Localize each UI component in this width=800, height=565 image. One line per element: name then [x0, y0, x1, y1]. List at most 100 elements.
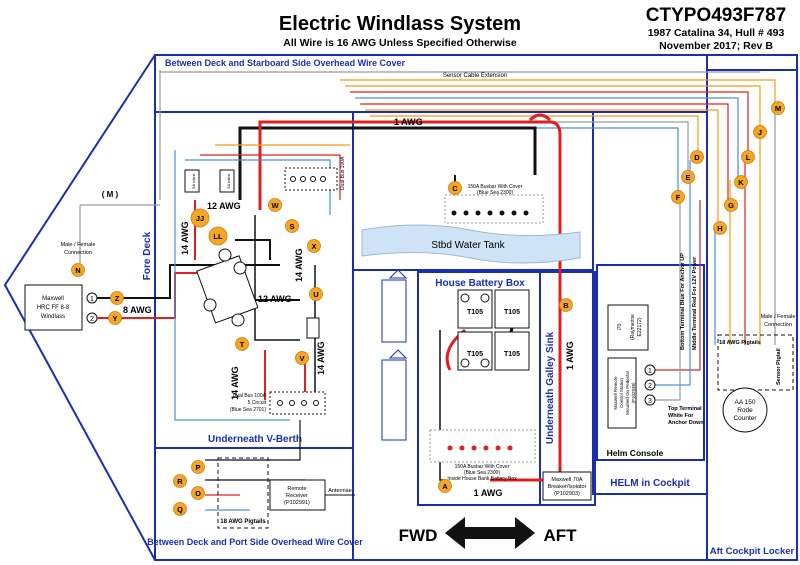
- wire-label-1awg-top: 1 AWG: [394, 117, 423, 127]
- connector-marker-v: V: [295, 351, 309, 365]
- svg-text:W: W: [271, 201, 279, 210]
- top-terminal-note-3: Anchor Down: [668, 420, 704, 426]
- svg-text:Control Station: Control Station: [619, 378, 624, 408]
- inline-fuses: 5A Inline 5A Inline: [184, 169, 320, 339]
- aft-male-female-label: Male / Female: [761, 314, 796, 320]
- svg-text:T105: T105: [467, 351, 483, 358]
- svg-text:Remote: Remote: [287, 486, 306, 492]
- svg-text:18 AWG Pigtails: 18 AWG Pigtails: [719, 340, 761, 346]
- svg-text:E: E: [685, 173, 690, 182]
- house-batteries: T105 T105 T105 T105: [457, 289, 530, 371]
- wire-label-12awg-b: 12 AWG: [258, 294, 292, 304]
- svg-text:Receiver: Receiver: [286, 493, 308, 499]
- svg-text:L: L: [746, 153, 751, 162]
- revision-info: November 2017; Rev B: [659, 40, 773, 52]
- aft-label: AFT: [543, 526, 577, 545]
- svg-text:3: 3: [648, 398, 652, 405]
- busbar-battery-box: 150A Busbar With Cover (Blue Sea 2300) I…: [429, 429, 536, 482]
- connector-marker-m: M: [771, 101, 785, 115]
- connector-marker-f: F: [671, 190, 685, 204]
- pigtail-connector-port: 18 AWG Pigtails: [217, 457, 269, 529]
- connector-marker-d: D: [690, 150, 704, 164]
- zone-port-cover: [154, 447, 354, 561]
- svg-text:Inside House Bank Battery Box: Inside House Bank Battery Box: [447, 476, 517, 482]
- svg-text:JJ: JJ: [196, 214, 204, 223]
- zone-aft-locker: [706, 54, 798, 561]
- windlass-line-1: Maxwell: [42, 296, 64, 302]
- wire-label-12awg-a: 12 AWG: [207, 201, 241, 211]
- svg-text:G: G: [728, 201, 734, 210]
- svg-text:U: U: [313, 290, 318, 299]
- bottom-terminal-note: Bottom Terminal Blue For Anchor UP: [680, 253, 686, 350]
- svg-text:K: K: [738, 178, 744, 187]
- zone-label-helm: HELM in Cockpit: [610, 478, 690, 489]
- connector-marker-b: B: [559, 298, 573, 312]
- zone-label-aft-locker: Aft Cockpit Locker: [710, 546, 795, 557]
- connector-marker-n: N: [71, 263, 85, 277]
- zone-label-starboard: Between Deck and Starboard Side Overhead…: [165, 58, 405, 68]
- zone-label-port-cover: Between Deck and Port Side Overhead Wire…: [147, 537, 363, 547]
- svg-text:T105: T105: [467, 309, 483, 316]
- dual-bus-upper: Dual Bus 100A: [284, 156, 346, 191]
- male-female-label: Male / Female: [61, 242, 96, 248]
- hull-info: 1987 Catalina 34, Hull # 493: [648, 27, 785, 39]
- svg-text:(Raymarine: (Raymarine: [630, 314, 636, 340]
- svg-text:Rode: Rode: [737, 407, 753, 414]
- svg-text:D: D: [694, 153, 700, 162]
- svg-text:O: O: [195, 489, 201, 498]
- svg-text:F: F: [676, 193, 681, 202]
- zone-borders: [154, 54, 798, 561]
- svg-text:A: A: [442, 482, 448, 491]
- remote-receiver: Remote Receiver (P102991): [269, 479, 326, 511]
- svg-text:(Blue Sea 2300): (Blue Sea 2300): [464, 470, 500, 476]
- svg-text:B: B: [563, 301, 569, 310]
- windlass-line-2: HRC FF 8-8: [37, 305, 70, 311]
- connector-marker-h: H: [713, 221, 727, 235]
- svg-text:150A Busbar With Cover: 150A Busbar With Cover: [455, 464, 510, 470]
- svg-text:LL: LL: [213, 232, 223, 241]
- svg-text:(Blue Sea 2300): (Blue Sea 2300): [477, 190, 513, 196]
- fwd-label: FWD: [399, 526, 438, 545]
- svg-text:Dual Bus 100A: Dual Bus 100A: [340, 156, 346, 190]
- svg-text:Dual Bus 100A: Dual Bus 100A: [233, 393, 267, 399]
- zone-label-fore-deck: Fore Deck: [142, 231, 153, 280]
- zone-galley-sink: [539, 271, 596, 506]
- svg-text:Maxwell Remote: Maxwell Remote: [613, 376, 618, 410]
- svg-text:1: 1: [648, 368, 652, 375]
- svg-text:Sensor Pigtail: Sensor Pigtail: [776, 348, 782, 385]
- stbd-water-tank: Stbd Water Tank: [361, 224, 581, 264]
- connector-marker-w: W: [268, 198, 282, 212]
- svg-text:150A Busbar With Cover: 150A Busbar With Cover: [468, 184, 523, 190]
- middle-terminal-note: Middle Terminal Red For 12V Power: [692, 256, 698, 350]
- connector-marker-o: O: [191, 486, 205, 500]
- svg-text:Maxwell 70A: Maxwell 70A: [551, 477, 583, 483]
- wire-label-14awg-b: 14 AWG: [294, 248, 304, 282]
- svg-text:N: N: [75, 266, 80, 275]
- svg-text:(P102903): (P102903): [554, 491, 580, 497]
- wire-label-8awg: 8 AWG: [123, 305, 152, 315]
- connector-marker-k: K: [734, 175, 748, 189]
- breaker-isolator: Maxwell 70A Breaker/Isolator (P102903): [542, 471, 592, 501]
- svg-text:5 Circuit: 5 Circuit: [248, 400, 267, 406]
- svg-text:2: 2: [648, 383, 652, 390]
- svg-text:H: H: [717, 224, 722, 233]
- antennae-label: Antennae: [328, 488, 352, 494]
- zone-label-battery-box: House Battery Box: [435, 278, 525, 289]
- windlass-line-3: Windlass: [41, 314, 65, 320]
- connector-marker-y: Y: [108, 311, 122, 325]
- connector-marker-t: T: [235, 337, 249, 351]
- sensor-cable-label: Sensor Cable Extension: [443, 73, 507, 79]
- aft-connection-label: Connection: [764, 322, 792, 328]
- diagram-title: Electric Windlass System: [279, 13, 521, 35]
- svg-text:M: M: [775, 104, 781, 113]
- zone-label-v-berth: Underneath V-Berth: [208, 434, 302, 445]
- connector-marker-j: J: [753, 125, 767, 139]
- svg-text:V: V: [299, 354, 304, 363]
- svg-text:i70: i70: [617, 323, 623, 330]
- remote-control-station: Maxwell Remote Control Station Mounted O…: [607, 357, 656, 429]
- svg-text:J: J: [758, 128, 762, 137]
- helm-console-label: Helm Console: [607, 448, 664, 458]
- svg-text:R: R: [177, 477, 183, 486]
